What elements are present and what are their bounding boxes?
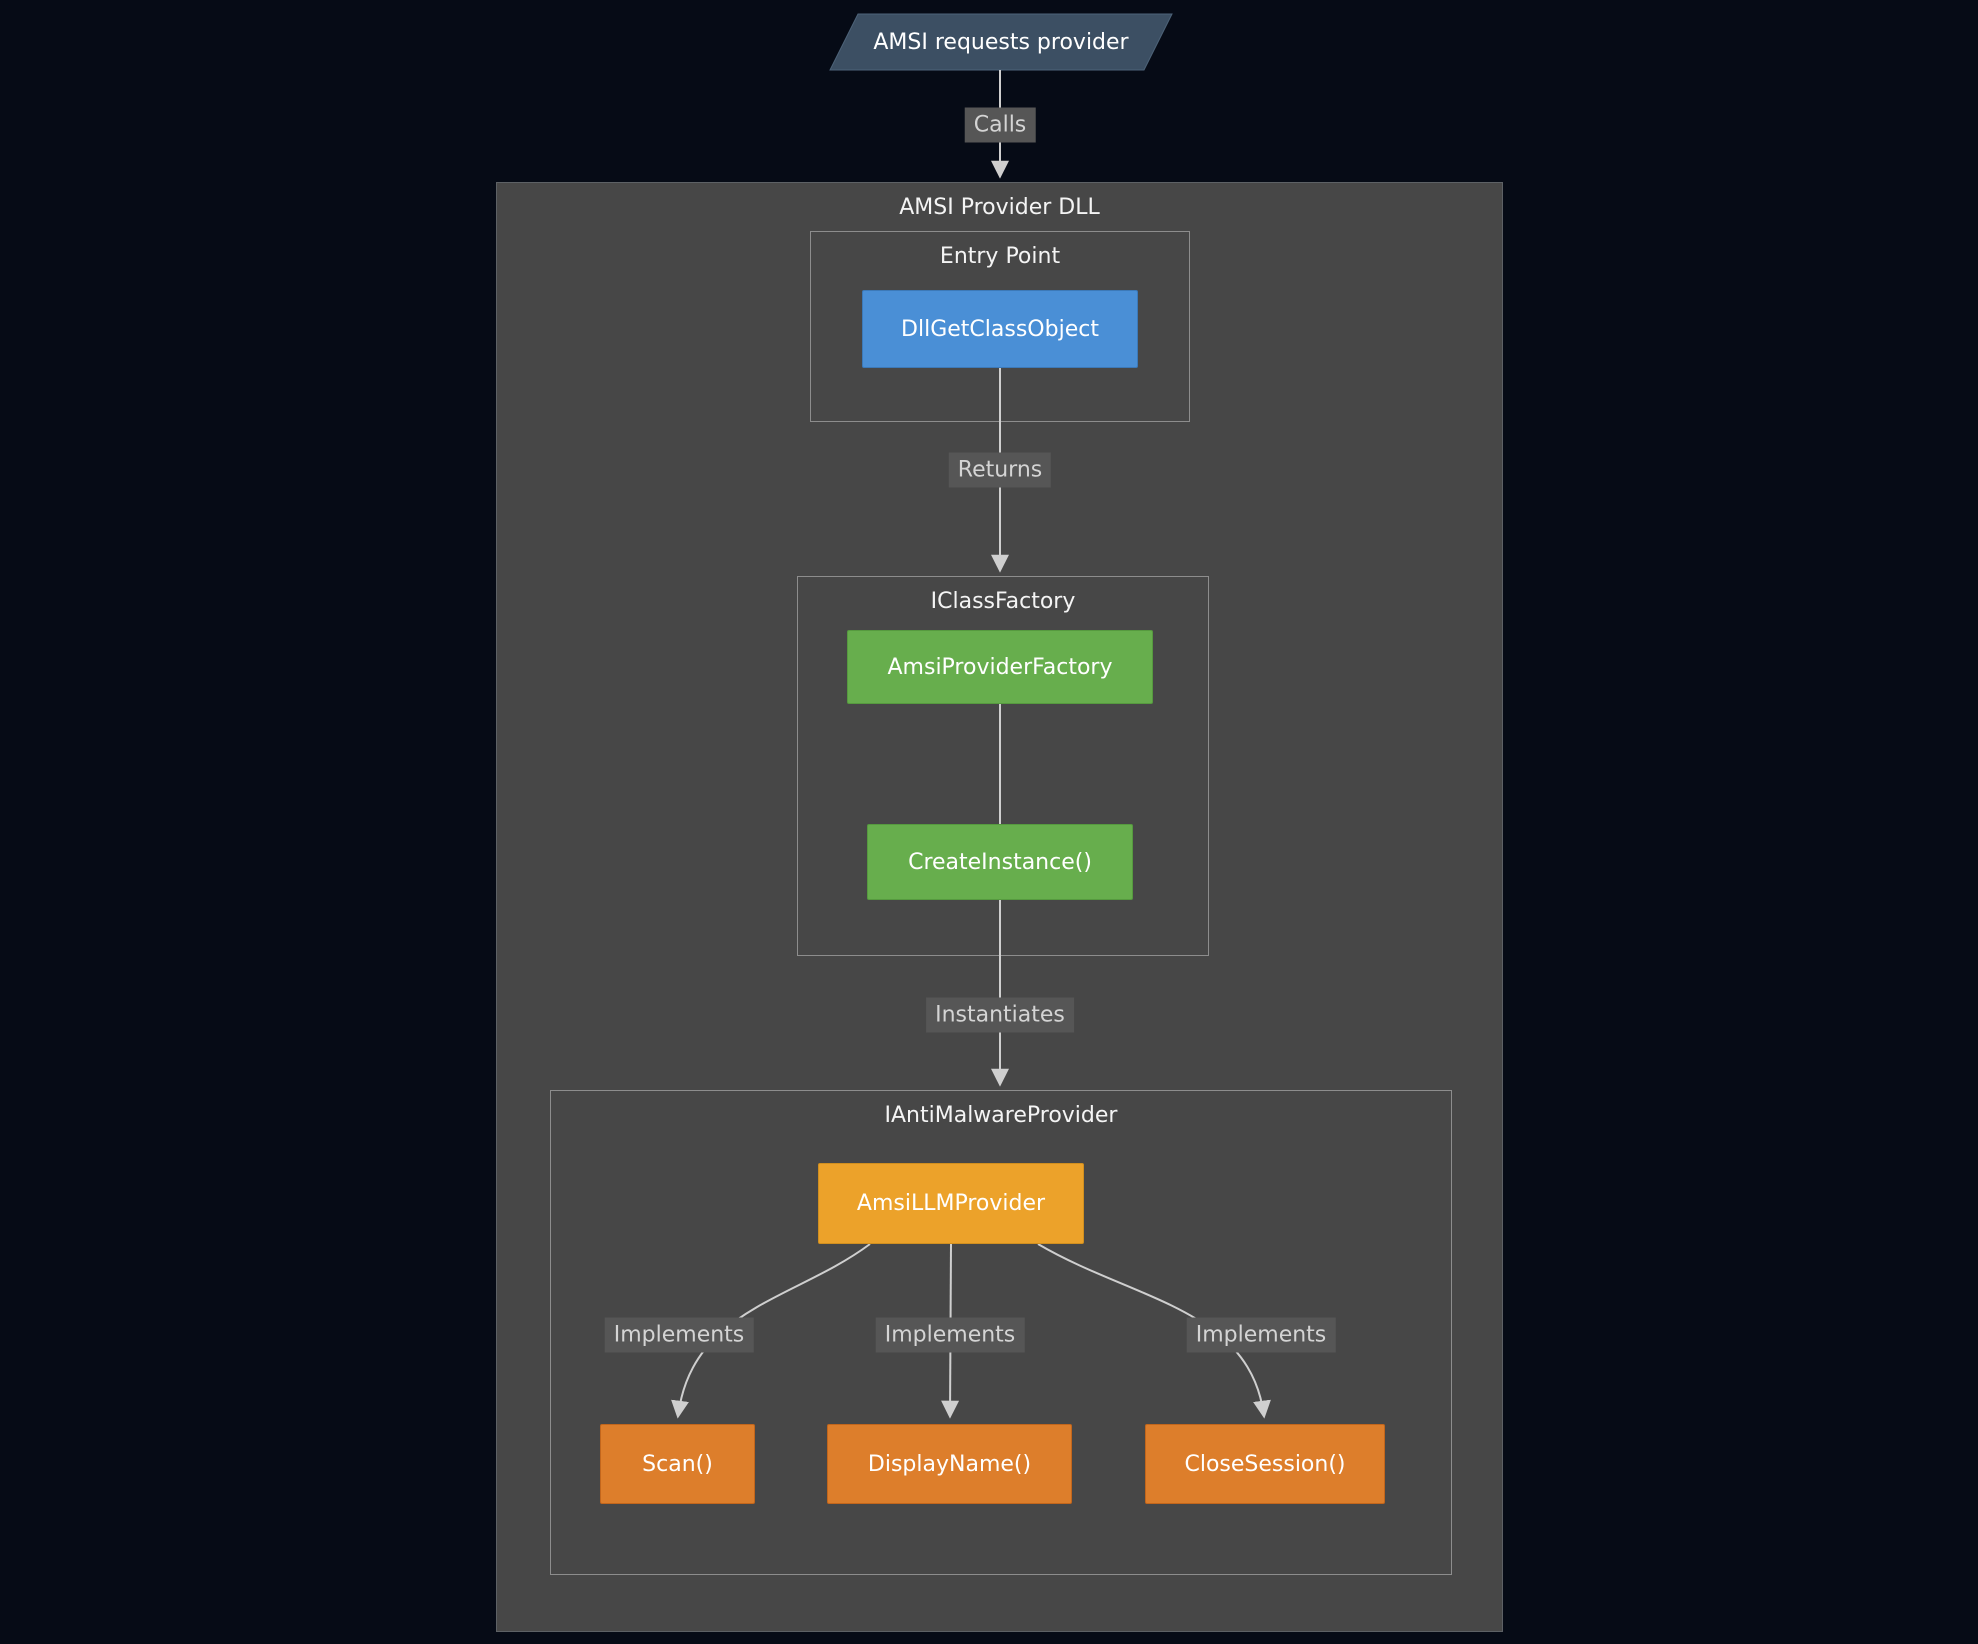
edge-label-implements-displayname: Implements	[875, 1317, 1025, 1353]
node-displayname: DisplayName()	[827, 1424, 1072, 1504]
node-label: AmsiLLMProvider	[856, 1191, 1046, 1216]
node-label: CreateInstance()	[908, 849, 1092, 875]
node-label: DllGetClassObject	[901, 316, 1099, 342]
edge-implements-scan	[671, 1243, 871, 1419]
start-node-label: AMSI requests provider	[873, 29, 1129, 55]
node-createinstance: CreateInstance()	[867, 824, 1133, 900]
cluster-title-entry-point: Entry Point	[939, 244, 1061, 269]
node-closesession: CloseSession()	[1145, 1424, 1385, 1504]
edge-label-calls: Calls	[964, 107, 1036, 143]
cluster-title-iclassfactory: IClassFactory	[930, 589, 1076, 614]
cluster-title-iantimalwareprovider: IAntiMalwareProvider	[884, 1103, 1118, 1128]
cluster-title-amsi-provider-dll: AMSI Provider DLL	[899, 195, 1100, 220]
node-label: DisplayName()	[867, 1451, 1032, 1477]
edge-label-implements-scan: Implements	[604, 1317, 754, 1353]
start-node-shape	[829, 13, 1173, 71]
node-label: AmsiProviderFactory	[887, 654, 1113, 680]
edge-label-instantiates: Instantiates	[926, 997, 1074, 1033]
edge-label-returns: Returns	[948, 452, 1052, 488]
edge-label-implements-closesession: Implements	[1186, 1317, 1336, 1353]
node-amsillmprovider: AmsiLLMProvider	[818, 1163, 1084, 1244]
node-scan: Scan()	[600, 1424, 755, 1504]
node-label: CloseSession()	[1184, 1451, 1346, 1477]
start-node: AMSI requests provider	[830, 14, 1172, 70]
node-amsiproviderfactory: AmsiProviderFactory	[847, 630, 1153, 704]
node-label: Scan()	[642, 1451, 713, 1477]
node-dllgetclassobject: DllGetClassObject	[862, 290, 1138, 368]
edge-implements-closesession	[1037, 1243, 1271, 1419]
